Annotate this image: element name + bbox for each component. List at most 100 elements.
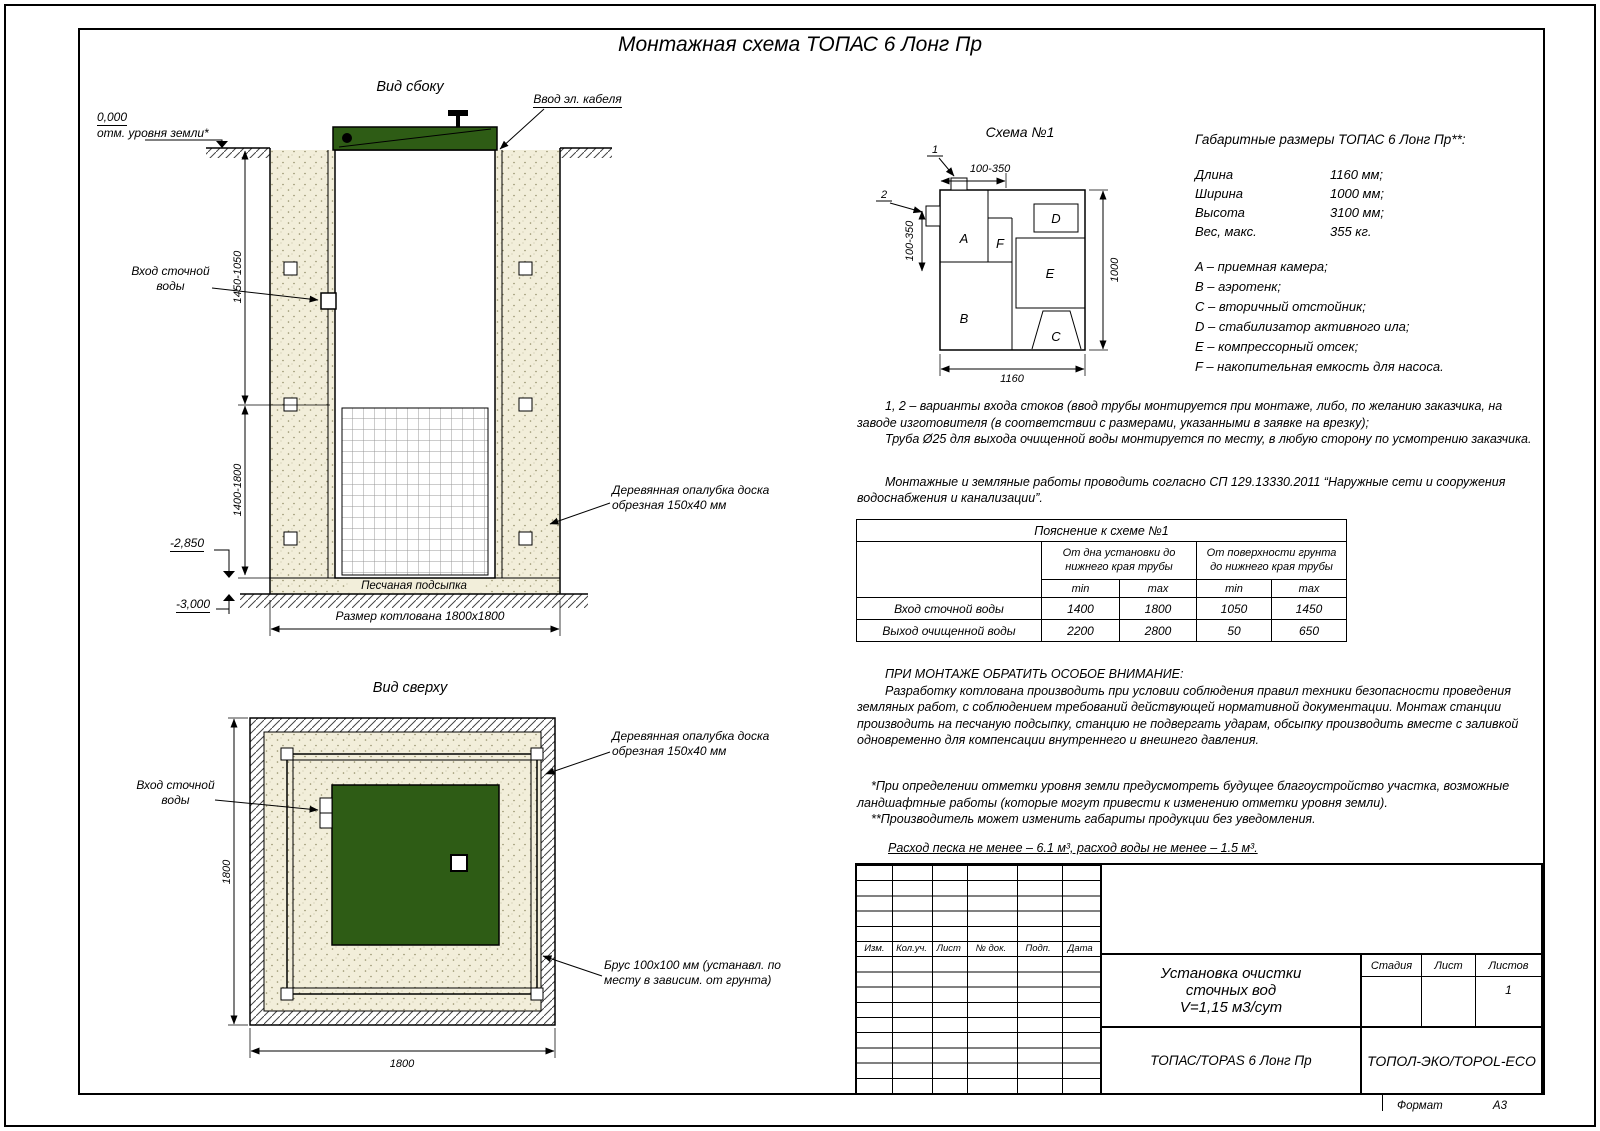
schema1-drawing: A B C D E F 1 2 100-350 100-350 bbox=[876, 144, 1121, 385]
header-ndok: № док. bbox=[975, 942, 1007, 954]
dim-value: 3100 мм; bbox=[1330, 205, 1384, 220]
schema-dimensions bbox=[918, 173, 1108, 376]
formwork-label-top: Деревянная опалубка доска обрезная 150х4… bbox=[612, 729, 770, 758]
compartment-a: A bbox=[959, 231, 969, 246]
table-corner-cell bbox=[856, 541, 1042, 598]
sheet-label: Лист bbox=[1422, 955, 1476, 976]
outer-border bbox=[4, 4, 1596, 1127]
model-cell: ТОПАС/TOPAS 6 Лонг Пр bbox=[1102, 1028, 1362, 1093]
attention-body: Разработку котлована производить при усл… bbox=[857, 683, 1519, 748]
cell-value: 2200 bbox=[1041, 619, 1120, 642]
dim-label: Вес, макс. bbox=[1195, 224, 1257, 239]
leader-lines-side bbox=[211, 108, 611, 525]
formwork-braces bbox=[283, 261, 533, 546]
marker-1: 1 bbox=[932, 144, 938, 156]
cell-value: 650 bbox=[1271, 619, 1347, 642]
row-label: Вход сточной воды bbox=[856, 597, 1042, 620]
level-marks bbox=[145, 139, 235, 614]
consumption-note: Расход песка не менее – 6.1 м³, расход в… bbox=[888, 841, 1258, 855]
dimension-row: Вес, макс.355 кг. bbox=[1195, 222, 1540, 241]
format-note: Формат А3 bbox=[1397, 1100, 1507, 1112]
company-cell: ТОПОЛ-ЭКО/TOPOL-ECO bbox=[1367, 1052, 1536, 1069]
minmax-header: min bbox=[1041, 579, 1120, 598]
schema-markers: 1 2 bbox=[876, 144, 955, 214]
lid-diagonal bbox=[338, 128, 492, 148]
title-block: Изм. Кол.уч. Лист № док. Подп. Дата Уста… bbox=[855, 863, 1543, 1095]
compartment-letters: A B C D E F bbox=[959, 211, 1062, 344]
cable-entry-text: Ввод эл. кабеля bbox=[533, 92, 622, 108]
table-title: Пояснение к схеме №1 bbox=[856, 519, 1347, 542]
depth-mark-3000: -3,000 bbox=[176, 597, 211, 613]
dim-width-text: 1800 bbox=[390, 1058, 415, 1070]
dim-height-text: 1800 bbox=[221, 859, 233, 884]
formwork-label-side: Деревянная опалубка доска обрезная 150х4… bbox=[612, 483, 770, 512]
cell-value: 1450 bbox=[1271, 597, 1347, 620]
drawing-frame bbox=[78, 28, 1545, 1095]
minmax-header: min bbox=[1196, 579, 1272, 598]
dim-label: Длина bbox=[1195, 167, 1234, 182]
schema-dim-top: 100-350 bbox=[970, 163, 1011, 175]
overall-dimensions-block: Габаритные размеры ТОПАС 6 Лонг Пр**: Дл… bbox=[1195, 130, 1540, 377]
dimensions-title: Габаритные размеры ТОПАС 6 Лонг Пр**: bbox=[1195, 132, 1466, 147]
compartment-f: F bbox=[996, 236, 1005, 251]
legend-item-e: E – компрессорный отсек; bbox=[1195, 339, 1359, 354]
header-data: Дата bbox=[1067, 942, 1093, 954]
side-view-drawing: 1450-1050 1400-1800 Песчаная подсыпка bbox=[145, 108, 612, 636]
zero-level-label: отм. уровня земли* bbox=[97, 126, 209, 140]
compartment-legend: A – приемная камера; B – аэротенк; C – в… bbox=[1195, 257, 1540, 377]
schema1-title: Схема №1 bbox=[985, 124, 1055, 140]
sheets-value: 1 bbox=[1505, 983, 1512, 997]
corner-beams bbox=[280, 747, 544, 1001]
vent-pipe bbox=[448, 110, 468, 127]
compartment-c: C bbox=[1051, 329, 1061, 344]
side-view-title: Вид сбоку bbox=[376, 79, 444, 95]
sand-bedding-label: Песчаная подсыпка bbox=[361, 580, 467, 592]
tank-partitions bbox=[940, 190, 1086, 350]
dim-upper-text: 1450-1050 bbox=[232, 250, 244, 303]
stage-label: Стадия bbox=[1362, 955, 1422, 976]
inlet-label-top: Вход сточной воды bbox=[136, 778, 215, 807]
formwork-planks bbox=[327, 150, 503, 578]
formwork-frame bbox=[286, 753, 538, 995]
attention-title: ПРИ МОНТАЖЕ ОБРАТИТЬ ОСОБОЕ ВНИМАНИЕ: bbox=[885, 667, 1184, 681]
note-inlet-variants: 1, 2 – варианты входа стоков (ввод трубы… bbox=[857, 399, 1503, 430]
doc-title-line1: Установка очистки bbox=[1160, 965, 1302, 982]
header-podp: Подп. bbox=[1025, 942, 1051, 954]
station-lower-section bbox=[341, 407, 489, 576]
revision-grid: Изм. Кол.уч. Лист № док. Подп. Дата bbox=[857, 865, 1102, 1093]
zero-mark-text: 0,000 bbox=[97, 110, 128, 126]
top-view-drawing: 1800 1800 bbox=[214, 717, 611, 1070]
header-list: Лист bbox=[936, 942, 961, 954]
cable-entry-label: Ввод эл. кабеля bbox=[520, 92, 635, 108]
footnote-ground-level: *При определении отметки уровня земли пр… bbox=[857, 779, 1510, 810]
lid-hatch-opening bbox=[450, 854, 468, 872]
legend-item-a: A – приемная камера; bbox=[1195, 259, 1328, 274]
note-regulations: Монтажные и земляные работы проводить со… bbox=[857, 474, 1506, 506]
cell-value: 1050 bbox=[1196, 597, 1272, 620]
top-view-dimensions bbox=[228, 717, 556, 1058]
dim-label: Высота bbox=[1195, 205, 1245, 220]
inlet-pipe-stub-side bbox=[320, 292, 337, 310]
doc-title-line3: V=1,15 м3/сут bbox=[1179, 999, 1283, 1016]
depth-mark-2850: -2,850 bbox=[170, 536, 205, 552]
depth-2850-text: -2,850 bbox=[170, 536, 205, 552]
header-izm: Изм. bbox=[864, 942, 885, 954]
attention-block: ПРИ МОНТАЖЕ ОБРАТИТЬ ОСОБОЕ ВНИМАНИЕ: Ра… bbox=[857, 666, 1547, 749]
zero-level-mark: 0,000 bbox=[97, 110, 128, 126]
dimension-row: Высота 3100 мм; bbox=[1195, 203, 1540, 222]
station-lid-plan bbox=[331, 784, 500, 946]
schema-dim-right: 1000 bbox=[1109, 257, 1121, 282]
cell-value: 1400 bbox=[1041, 597, 1120, 620]
table-row: Вход сточной воды 1400 1800 1050 1450 bbox=[856, 597, 1347, 620]
sand-label-backing bbox=[348, 579, 482, 592]
dim-lower-text: 1400-1800 bbox=[232, 463, 244, 516]
lid-handle bbox=[342, 133, 352, 143]
format-tick bbox=[1382, 1095, 1383, 1111]
format-label: Формат bbox=[1397, 1100, 1443, 1112]
format-value: А3 bbox=[1492, 1100, 1507, 1112]
header-koluch: Кол.уч. bbox=[896, 942, 928, 954]
inlet-label-side: Вход сточной воды bbox=[131, 264, 210, 293]
schema-dim-left: 100-350 bbox=[904, 220, 916, 261]
